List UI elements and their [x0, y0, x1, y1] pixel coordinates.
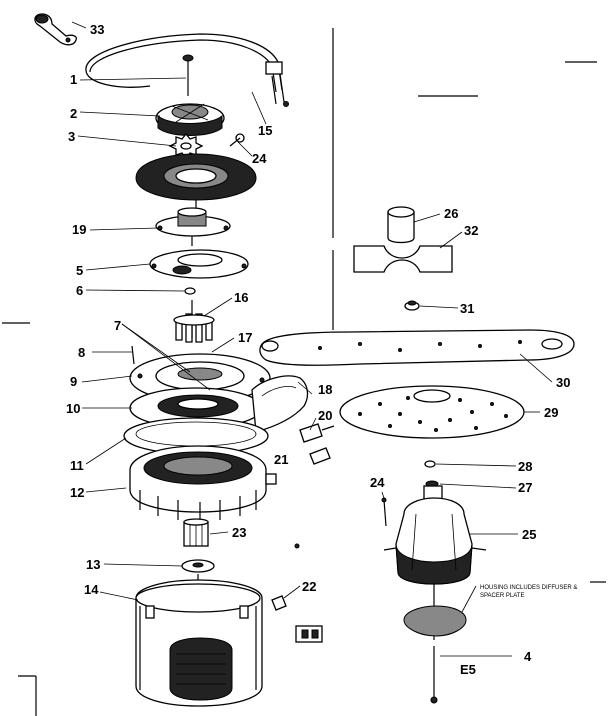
label-24-upper: 24	[252, 151, 267, 166]
part-13-seal	[181, 559, 215, 573]
label-20: 20	[318, 408, 332, 423]
part-labels: 33 1 2 3 15 24 19 5 6 16 7 17 8 9 18 10 …	[66, 22, 577, 677]
label-4: 4	[524, 649, 532, 664]
label-15: 15	[258, 123, 272, 138]
part-24-screw-upper	[229, 133, 245, 147]
part-25-pump-housing	[383, 485, 487, 585]
label-7: 7	[114, 318, 121, 333]
frame-lines	[2, 28, 606, 716]
label-6: 6	[76, 283, 83, 298]
housing-note-line1: HOUSING INCLUDES DIFFUSER &	[480, 585, 577, 591]
part-23-coupling	[183, 518, 209, 547]
label-e5: E5	[460, 662, 476, 677]
label-12: 12	[70, 485, 84, 500]
label-8: 8	[78, 345, 85, 360]
label-23: 23	[232, 525, 246, 540]
label-27: 27	[518, 480, 532, 495]
part-1-bolt	[182, 54, 194, 96]
label-31: 31	[460, 301, 474, 316]
pump-cover	[135, 153, 257, 210]
part-3-star-washer	[168, 132, 204, 160]
label-22: 22	[302, 579, 316, 594]
part-14-motor	[135, 574, 263, 707]
label-3: 3	[68, 129, 75, 144]
part-18-spray-shield	[251, 375, 309, 433]
label-18: 18	[318, 382, 332, 397]
label-9: 9	[70, 374, 77, 389]
part-32-spacer-plate	[353, 245, 453, 273]
part-6-o-ring	[184, 287, 196, 295]
label-10: 10	[66, 401, 80, 416]
part-16-lower-impeller	[173, 300, 215, 343]
part-20-21-fittings	[299, 423, 335, 465]
part-4-stem	[403, 584, 467, 704]
label-29: 29	[544, 405, 558, 420]
part-19-adapter	[155, 207, 231, 246]
part-24-screw-lower	[381, 497, 387, 527]
part-33-bracket	[34, 13, 78, 46]
label-25: 25	[522, 527, 536, 542]
label-30: 30	[556, 375, 570, 390]
label-21: 21	[274, 452, 288, 467]
part-31-nut	[404, 300, 420, 311]
label-14: 14	[84, 582, 99, 597]
part-5-gasket	[149, 249, 249, 279]
label-16: 16	[234, 290, 248, 305]
label-28: 28	[518, 459, 532, 474]
label-24-lower: 24	[370, 475, 385, 490]
part-2-impeller	[155, 103, 225, 136]
label-26: 26	[444, 206, 458, 221]
housing-note-line2: SPACER PLATE	[480, 593, 524, 599]
label-5: 5	[76, 263, 83, 278]
label-2: 2	[70, 106, 77, 121]
part-8-pin	[131, 345, 135, 365]
part-29-filter-disc	[339, 385, 525, 439]
label-1: 1	[70, 72, 77, 87]
leader-lines	[71, 21, 553, 657]
label-17: 17	[238, 330, 252, 345]
label-33: 33	[90, 22, 104, 37]
part-10-diffuser	[129, 387, 263, 429]
part-12-pump-body	[129, 445, 277, 522]
label-13: 13	[86, 557, 100, 572]
part-27-28-washers	[424, 460, 439, 488]
part-26-cylinder	[387, 206, 415, 244]
label-19: 19	[72, 222, 86, 237]
part-30-spray-arm	[259, 329, 575, 366]
part-15-heating-element	[85, 33, 289, 107]
part-22-clip	[271, 543, 323, 643]
label-32: 32	[464, 223, 478, 238]
label-11: 11	[70, 458, 84, 473]
